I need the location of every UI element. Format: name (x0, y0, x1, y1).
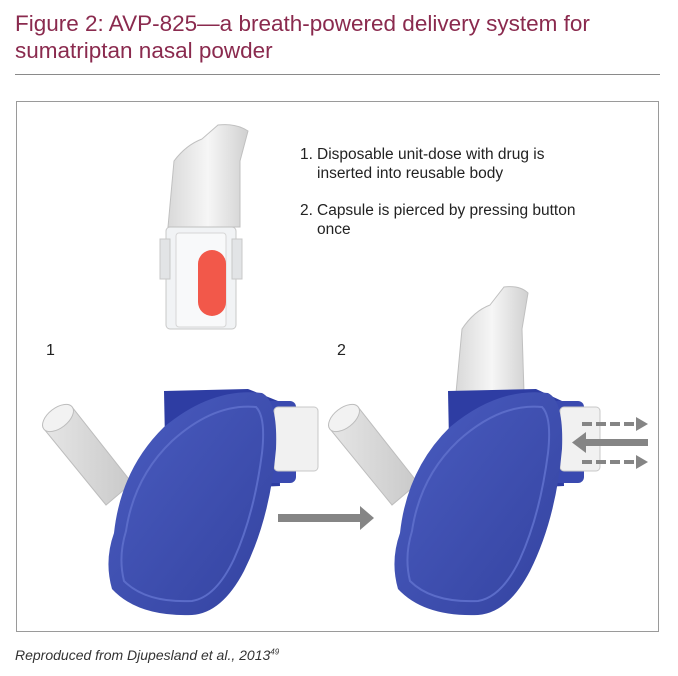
step-item: 2. Capsule is pierced by pressing button… (300, 202, 576, 238)
panel-label-1: 1 (46, 342, 55, 359)
caption-reference: 49 (270, 647, 280, 657)
title-divider (15, 74, 660, 75)
dashed-right-arrow-icon (582, 417, 648, 469)
right-arrow-icon (278, 506, 374, 530)
step-item: 1. Disposable unit-dose with drug is ins… (300, 146, 545, 182)
left-arrow-icon (572, 432, 648, 453)
figure-caption: Reproduced from Djupesland et al., 20134… (15, 647, 280, 663)
device-panel-2 (328, 286, 601, 616)
figure-title: Figure 2: AVP-825—a breath-powered deliv… (15, 11, 590, 63)
unit-dose (159, 124, 249, 330)
device-panel-1 (42, 389, 319, 616)
step-list: 1. Disposable unit-dose with drug is ins… (300, 145, 600, 257)
device-illustration (42, 124, 648, 616)
panel-label-2: 2 (337, 342, 346, 359)
capsule-icon (198, 250, 226, 316)
